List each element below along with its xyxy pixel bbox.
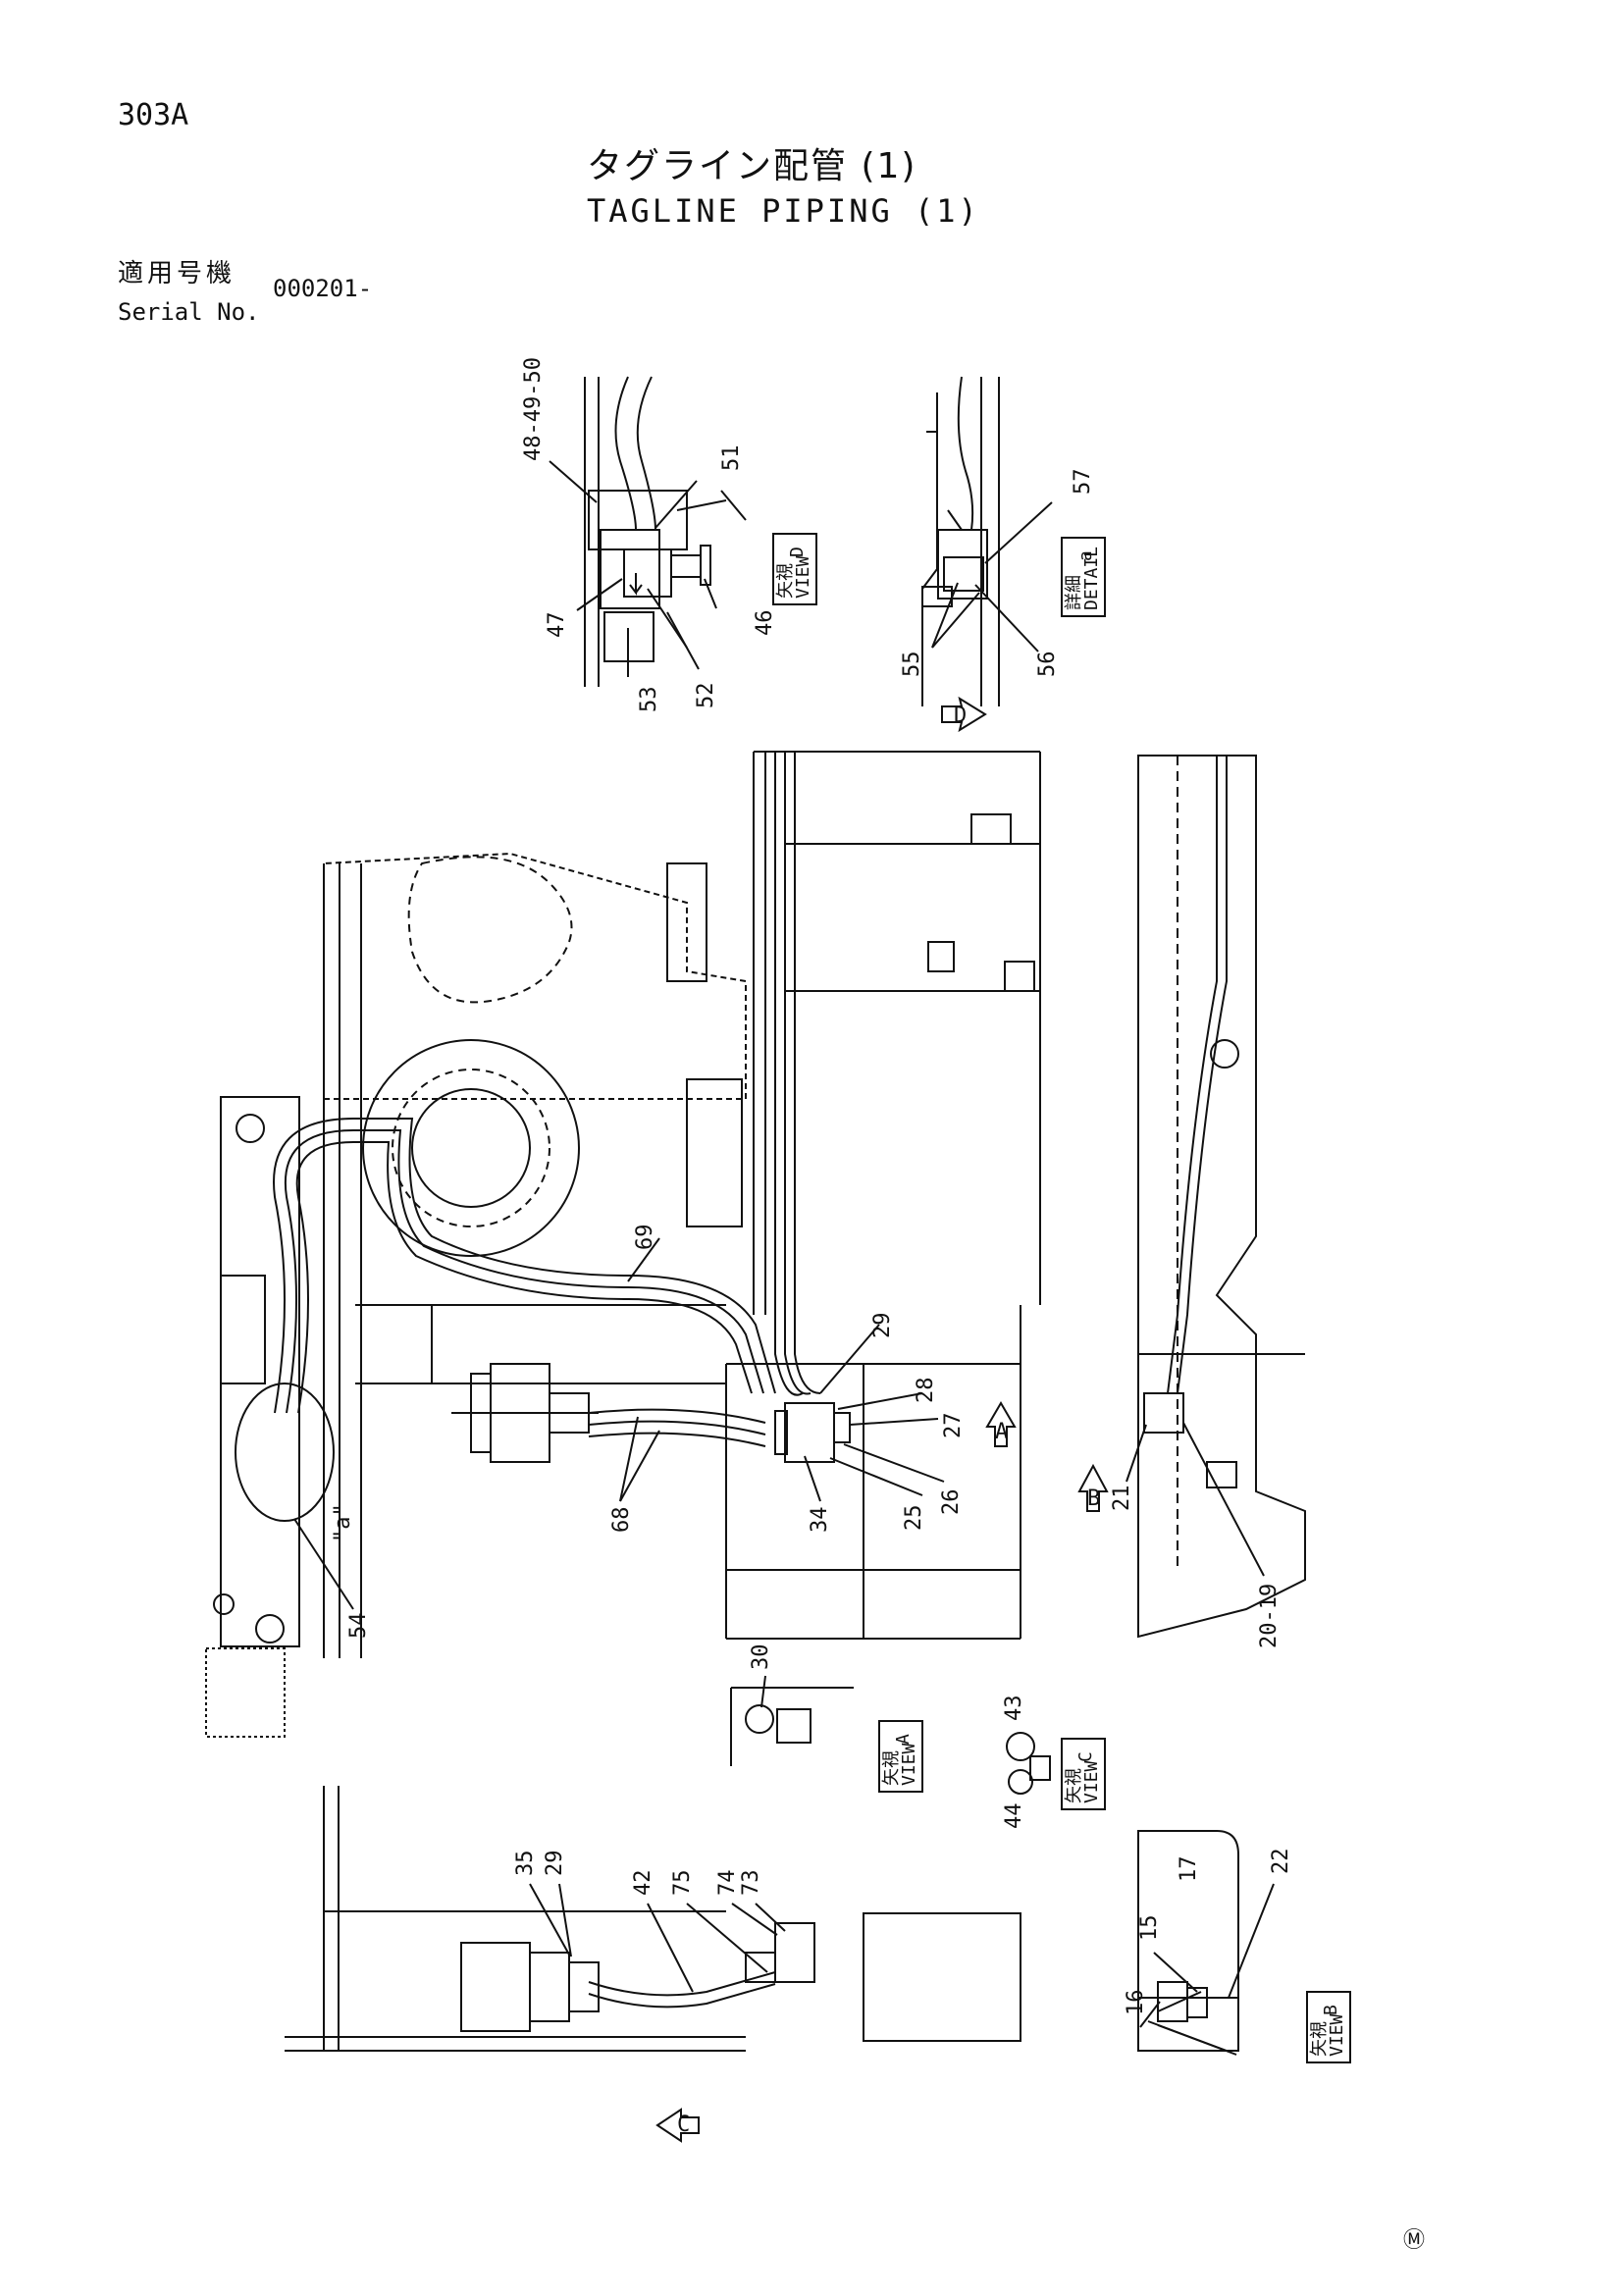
serial-label-japanese: 適用号機 bbox=[118, 259, 236, 288]
arrow-letter-a: A bbox=[995, 1420, 1008, 1444]
lower-assembly-drawing bbox=[285, 1786, 1021, 2052]
part-label: 34 bbox=[808, 1507, 832, 1534]
detail-a-drawing bbox=[921, 376, 1000, 706]
view-box-b: 矢視 VIEW B bbox=[1306, 1991, 1351, 2063]
detail-mark-a: "a" bbox=[331, 1503, 355, 1542]
part-label: 55 bbox=[900, 652, 924, 678]
part-label: 47 bbox=[545, 612, 569, 639]
part-label: 30 bbox=[749, 1644, 773, 1671]
part-label: 51 bbox=[719, 445, 744, 472]
arrow-letter-b: B bbox=[1087, 1487, 1100, 1511]
svg-text:a: a bbox=[1075, 550, 1096, 561]
svg-text:矢視: 矢視 bbox=[775, 563, 796, 599]
view-box-detail-a: 詳細 DETAIL a bbox=[1061, 537, 1106, 617]
main-frame-drawing bbox=[205, 751, 1041, 1738]
svg-text:矢視: 矢視 bbox=[1309, 2021, 1330, 2057]
part-label: 17 bbox=[1177, 1856, 1201, 1883]
footer-mark: Ⓜ bbox=[1403, 2228, 1425, 2253]
svg-text:VIEW: VIEW bbox=[1327, 2013, 1347, 2057]
part-label: 26 bbox=[939, 1489, 964, 1516]
svg-text:詳細: 詳細 bbox=[1064, 575, 1084, 610]
svg-text:DETAIL: DETAIL bbox=[1081, 547, 1102, 610]
part-label: 43 bbox=[1002, 1696, 1026, 1722]
part-label: 22 bbox=[1269, 1849, 1293, 1875]
part-label: 20-19 bbox=[1257, 1584, 1282, 1648]
part-label: 57 bbox=[1071, 469, 1095, 496]
part-label: 28 bbox=[914, 1378, 938, 1404]
part-label: 15 bbox=[1137, 1915, 1162, 1942]
part-label: 42 bbox=[631, 1870, 655, 1897]
view-box-d: 矢視 VIEW D bbox=[772, 533, 817, 605]
svg-text:C: C bbox=[1075, 1751, 1096, 1762]
svg-text:VIEW: VIEW bbox=[1081, 1760, 1102, 1803]
part-label: 29 bbox=[543, 1851, 567, 1877]
svg-text:B: B bbox=[1321, 2005, 1341, 2015]
part-label: 35 bbox=[513, 1851, 538, 1877]
view-d-drawing bbox=[584, 376, 747, 687]
part-label: 16 bbox=[1124, 1990, 1148, 2016]
title-english: TAGLINE PIPING (1) bbox=[587, 192, 980, 230]
side-frame-drawing bbox=[1137, 755, 1306, 1639]
svg-text:矢視: 矢視 bbox=[881, 1750, 902, 1786]
view-arrow-d bbox=[941, 696, 987, 733]
svg-text:VIEW: VIEW bbox=[899, 1743, 919, 1786]
arrow-letter-c: C bbox=[677, 2113, 690, 2137]
part-label: 53 bbox=[637, 687, 661, 713]
view-c-drawing bbox=[1006, 1732, 1051, 1795]
part-label: 44 bbox=[1002, 1803, 1026, 1830]
part-label: 48-49-50 bbox=[521, 357, 546, 461]
view-arrow-c bbox=[655, 2108, 700, 2143]
view-a-drawing bbox=[730, 1687, 854, 1766]
view-box-a: 矢視 VIEW A bbox=[878, 1720, 923, 1793]
part-label: 69 bbox=[633, 1225, 657, 1251]
svg-text:矢視: 矢視 bbox=[1064, 1768, 1084, 1803]
part-label: 56 bbox=[1035, 652, 1060, 678]
part-label: 54 bbox=[346, 1613, 371, 1640]
title-japanese: タグライン配管 (1) bbox=[587, 146, 917, 186]
part-label: 68 bbox=[609, 1507, 634, 1534]
view-box-c: 矢視 VIEW C bbox=[1061, 1738, 1106, 1810]
svg-text:VIEW: VIEW bbox=[793, 555, 813, 599]
part-label: 75 bbox=[670, 1870, 695, 1897]
part-label: 21 bbox=[1110, 1486, 1134, 1512]
part-label: 73 bbox=[739, 1870, 763, 1897]
part-label: 46 bbox=[753, 610, 777, 637]
view-arrow-b bbox=[1077, 1463, 1109, 1512]
svg-text:D: D bbox=[787, 547, 808, 557]
view-arrow-a bbox=[985, 1401, 1017, 1447]
part-labels: 48-49-50 51 47 53 52 46 57 55 56 69 29 2… bbox=[331, 357, 1293, 2015]
serial-number-value: 000201- bbox=[273, 275, 373, 302]
page-code: 303A bbox=[118, 98, 189, 132]
serial-label-english: Serial No. bbox=[118, 298, 260, 326]
part-label: 29 bbox=[870, 1313, 895, 1339]
part-label: 25 bbox=[902, 1505, 926, 1532]
part-label: 52 bbox=[694, 683, 718, 709]
part-label: 74 bbox=[715, 1870, 740, 1897]
arrow-letter-d: D bbox=[954, 704, 967, 728]
part-label: 27 bbox=[941, 1413, 966, 1439]
svg-text:A: A bbox=[893, 1734, 914, 1745]
